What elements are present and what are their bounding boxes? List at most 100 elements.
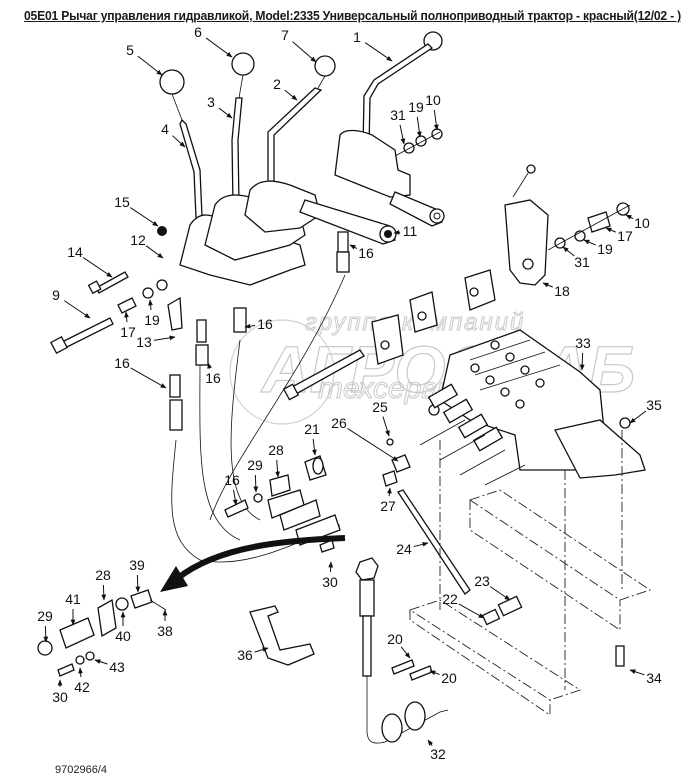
callout-label: 28 bbox=[95, 567, 111, 583]
callout-leader bbox=[78, 667, 83, 678]
callout-31: 31 bbox=[562, 246, 590, 270]
callout-leader bbox=[83, 257, 113, 278]
callout-label: 39 bbox=[129, 557, 145, 573]
callout-label: 33 bbox=[575, 335, 591, 351]
callout-label: 1 bbox=[353, 29, 361, 45]
callout-label: 29 bbox=[37, 608, 53, 624]
callout-label: 20 bbox=[387, 631, 403, 647]
plate-2 bbox=[244, 180, 321, 233]
callout-39: 39 bbox=[129, 557, 145, 593]
mount-bars bbox=[408, 430, 652, 716]
callout-leader bbox=[275, 459, 280, 478]
callout-label: 15 bbox=[114, 194, 130, 210]
callout-label: 7 bbox=[281, 27, 289, 43]
bolt-9-left bbox=[61, 317, 114, 349]
callout-label: 27 bbox=[380, 498, 396, 514]
callout-label: 29 bbox=[247, 457, 263, 473]
callout-label: 31 bbox=[574, 254, 590, 270]
callout-7: 7 bbox=[281, 27, 317, 63]
callout-label: 43 bbox=[109, 659, 125, 675]
bolt-9-center bbox=[282, 349, 365, 401]
callout-4: 4 bbox=[161, 121, 186, 148]
callout-30: 30 bbox=[322, 561, 338, 590]
callout-leader bbox=[347, 427, 399, 462]
rod-24 bbox=[397, 489, 471, 595]
callout-33: 33 bbox=[575, 335, 591, 371]
callout-leader bbox=[579, 352, 585, 371]
callout-9: 9 bbox=[52, 287, 91, 319]
callout-leader bbox=[218, 107, 233, 119]
callout-label: 19 bbox=[144, 312, 160, 328]
spacer-17-left bbox=[117, 297, 137, 314]
callout-leader bbox=[429, 670, 440, 676]
callout-19: 19 bbox=[583, 239, 613, 257]
callout-15: 15 bbox=[114, 194, 159, 227]
callout-38: 38 bbox=[157, 609, 173, 639]
callout-leader bbox=[135, 574, 141, 593]
callout-label: 17 bbox=[120, 324, 136, 340]
callout-leader bbox=[64, 300, 91, 319]
callout-label: 4 bbox=[161, 121, 169, 137]
callout-leader bbox=[148, 299, 153, 311]
callout-label: 30 bbox=[52, 689, 68, 705]
callout-leader bbox=[400, 646, 411, 659]
callout-16: 16 bbox=[244, 316, 273, 332]
callout-6: 6 bbox=[194, 24, 233, 58]
detail-arrow-head bbox=[160, 566, 188, 592]
callout-19: 19 bbox=[144, 299, 160, 328]
callout-leader bbox=[458, 603, 485, 619]
callout-32: 32 bbox=[427, 739, 446, 762]
callout-label: 16 bbox=[224, 472, 240, 488]
callout-leader bbox=[364, 42, 393, 62]
nut-29 bbox=[37, 640, 53, 656]
callout-label: 11 bbox=[403, 223, 418, 239]
callout-29: 29 bbox=[37, 608, 53, 643]
fitting-39 bbox=[130, 589, 153, 609]
lever-3 bbox=[231, 97, 243, 207]
bracket-36 bbox=[249, 605, 315, 666]
callout-label: 36 bbox=[237, 647, 253, 663]
callout-leader bbox=[43, 625, 49, 643]
knob-5 bbox=[159, 69, 185, 95]
callout-label: 22 bbox=[442, 591, 458, 607]
flange-28b bbox=[97, 598, 117, 638]
callout-leader bbox=[292, 41, 317, 63]
callout-label: 9 bbox=[52, 287, 60, 303]
callout-23: 23 bbox=[474, 573, 511, 601]
bracket-18 bbox=[504, 199, 549, 286]
callout-label: 17 bbox=[617, 228, 633, 244]
callout-label: 40 bbox=[115, 628, 131, 644]
callout-label: 34 bbox=[646, 670, 662, 686]
callout-17: 17 bbox=[120, 311, 136, 340]
callout-label: 16 bbox=[358, 245, 374, 261]
fitting-26 bbox=[391, 454, 411, 473]
callout-43: 43 bbox=[94, 659, 125, 675]
mount-hardware bbox=[391, 595, 625, 681]
lever-plates bbox=[179, 129, 411, 286]
plate-1 bbox=[334, 129, 411, 198]
hydraulic-fittings bbox=[224, 438, 411, 553]
valve-block bbox=[419, 329, 646, 486]
callout-16: 16 bbox=[349, 244, 374, 261]
callout-16: 16 bbox=[224, 472, 240, 506]
callout-26: 26 bbox=[331, 415, 399, 462]
link-arms bbox=[299, 191, 445, 245]
callout-leader bbox=[205, 37, 233, 58]
callout-17: 17 bbox=[605, 227, 633, 244]
callout-label: 12 bbox=[130, 232, 146, 248]
callout-35: 35 bbox=[629, 397, 662, 424]
callout-label: 23 bbox=[474, 573, 490, 589]
callout-leader bbox=[562, 246, 575, 257]
valve-mount bbox=[554, 419, 646, 479]
callout-leader bbox=[625, 214, 634, 220]
callout-leader bbox=[416, 116, 422, 138]
callout-10: 10 bbox=[425, 92, 441, 131]
cable-connectors bbox=[167, 231, 350, 431]
callout-leader bbox=[413, 541, 429, 548]
callout-label: 13 bbox=[136, 334, 152, 350]
callout-40: 40 bbox=[115, 611, 131, 644]
callout-5: 5 bbox=[126, 42, 163, 76]
callout-22: 22 bbox=[442, 591, 485, 619]
callout-label: 10 bbox=[634, 215, 650, 231]
